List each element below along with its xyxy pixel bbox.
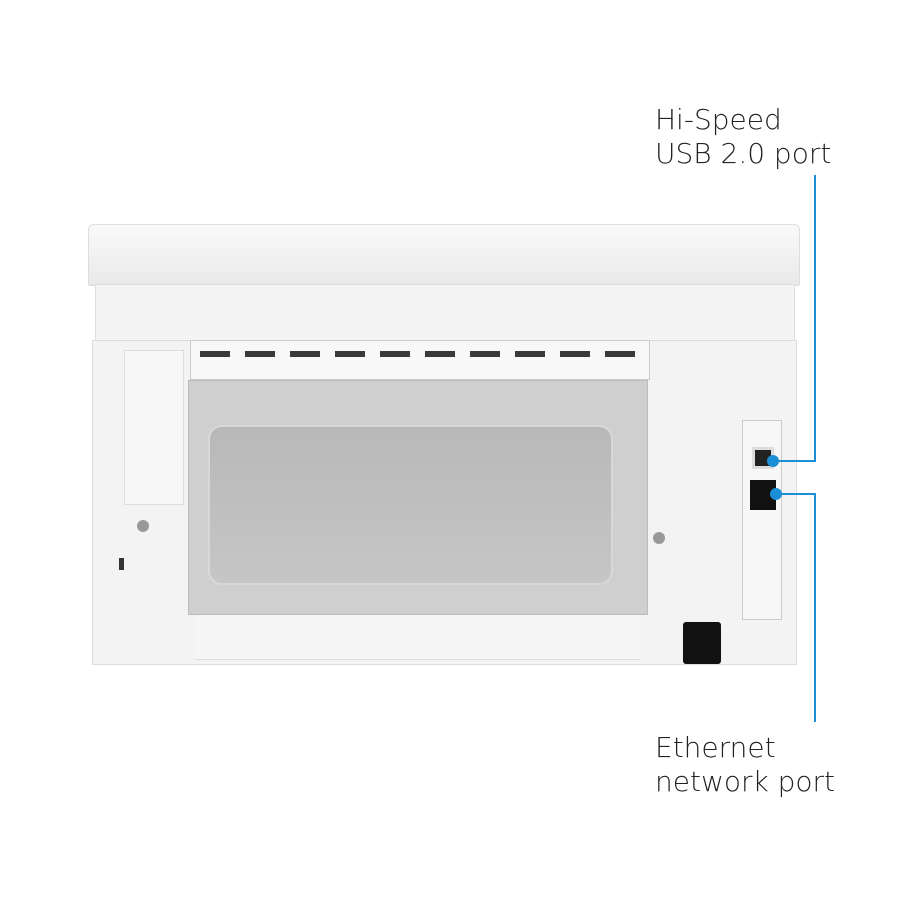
right-port-panel — [742, 420, 782, 620]
usb-port-label: Hi-Speed USB 2.0 port — [655, 103, 831, 171]
ethernet-callout-line — [770, 488, 816, 722]
ethernet-port-label: Ethernet network port — [655, 731, 835, 799]
printer-foot — [195, 615, 640, 660]
usb-label-line2: USB 2.0 port — [655, 137, 832, 170]
power-socket — [683, 622, 721, 664]
screw-icon — [653, 532, 665, 544]
usb-label-line1: Hi-Speed — [655, 103, 782, 136]
lock-slot-icon — [119, 558, 124, 570]
scanner-base — [95, 284, 795, 342]
left-hinge — [124, 350, 184, 505]
usb-callout-dot — [767, 455, 779, 467]
scanner-lid — [88, 224, 800, 286]
ethernet-label-line1: Ethernet — [655, 731, 776, 764]
usb-callout-line — [767, 175, 816, 467]
rear-door — [208, 425, 613, 585]
ethernet-label-line2: network port — [655, 765, 836, 798]
rear-grille — [190, 340, 650, 380]
screw-icon — [137, 520, 149, 532]
ethernet-callout-dot — [770, 488, 782, 500]
